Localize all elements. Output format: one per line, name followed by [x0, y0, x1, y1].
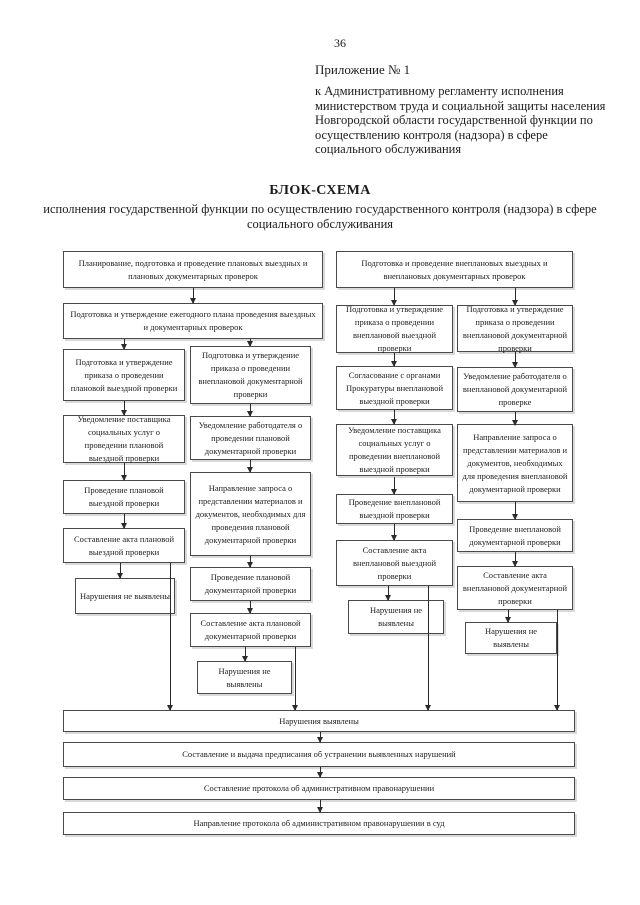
flow-arrow [391, 477, 397, 495]
flow-arrow [391, 524, 397, 541]
flow-arrow [512, 552, 518, 567]
flow-arrow-bypass [425, 586, 431, 711]
flow-arrow [317, 732, 323, 743]
flow-arrow [391, 410, 397, 425]
node-unplanned-doc-conduct: Проведение внеплановой документарной про… [457, 519, 573, 552]
node-draw-protocol: Составление протокола об административно… [63, 777, 575, 800]
flow-arrow [121, 514, 127, 529]
flow-arrow [190, 288, 196, 304]
flow-arrow [505, 610, 511, 623]
node-issue-prescription: Составление и выдача предписания об устр… [63, 742, 575, 767]
flow-arrow [121, 339, 127, 350]
node-planned-field-conduct: Проведение плановой выездной проверки [63, 480, 185, 514]
flow-arrow [512, 352, 518, 368]
appendix-heading: Приложение № 1 [315, 62, 411, 77]
node-planned-doc-notice: Уведомление работодателя о проведении пл… [190, 416, 311, 460]
node-planned-field-act: Составление акта плановой выездной прове… [63, 528, 185, 563]
node-unplanned-field-act: Составление акта внеплановой выездной пр… [336, 540, 453, 586]
flow-arrow [317, 800, 323, 813]
flow-arrow [121, 463, 127, 481]
node-unplanned-doc-no-violations: Нарушения не выявлены [465, 622, 557, 654]
node-violations-found: Нарушения выявлены [63, 710, 575, 732]
flow-arrow [385, 586, 391, 601]
node-unplanned-doc-act: Составление акта внеплановой документарн… [457, 566, 573, 610]
node-unplanned-doc-order: Подготовка и утверждение приказа о прове… [457, 304, 573, 353]
node-unplanned-field-prosecutor: Согласование с органами Прокуратуры внеп… [336, 366, 453, 410]
node-planned-field-order: Подготовка и утверждение приказа о прове… [63, 349, 185, 401]
node-planned-doc-act: Составление акта плановой документарной … [190, 613, 311, 647]
flow-arrow [391, 288, 397, 306]
node-unplanned-doc-notice: Уведомление работодателя о внеплановой д… [457, 367, 573, 412]
node-unplanned-field-no-violations: Нарушения не выявлены [348, 600, 444, 634]
flow-arrow-bypass [292, 647, 298, 711]
flow-arrow [391, 353, 397, 367]
flow-arrow [512, 412, 518, 426]
flow-arrow-bypass [554, 610, 560, 711]
flow-arrow [247, 404, 253, 417]
flow-arrow-bypass [167, 563, 173, 711]
node-unplanned-field-conduct: Проведение внеплановой выездной проверки [336, 494, 453, 524]
node-planned-field-no-violations: Нарушения не выявлены [75, 578, 175, 614]
document-subtitle: исполнения государственной функции по ос… [43, 202, 597, 231]
node-unplanned-checks-start: Подготовка и проведение внеплановых выез… [336, 251, 573, 288]
node-annual-plan: Подготовка и утверждение ежегодного план… [63, 303, 323, 339]
node-unplanned-doc-request: Направление запроса о представлении мате… [457, 424, 573, 502]
node-planned-doc-conduct: Проведение плановой документарной провер… [190, 567, 311, 601]
page-number: 36 [334, 36, 346, 50]
flow-arrow [512, 502, 518, 520]
node-planned-field-notice: Уведомление поставщика социальных услуг … [63, 414, 185, 463]
flow-arrow [242, 647, 248, 662]
flow-arrow [117, 563, 123, 579]
node-planned-doc-order: Подготовка и утверждение приказа о прове… [190, 346, 311, 404]
flow-arrow [247, 601, 253, 614]
flow-arrow [317, 767, 323, 778]
document-title: БЛОК-СХЕМА [269, 183, 371, 198]
flow-arrow [512, 288, 518, 306]
node-planned-doc-request: Направление запроса о представлении мате… [190, 472, 311, 556]
flow-arrow [247, 556, 253, 568]
node-planning-planned-checks: Планирование, подготовка и проведение пл… [63, 251, 323, 288]
node-unplanned-field-notice: Уведомление поставщика социальных услуг … [336, 424, 453, 476]
flow-arrow [121, 401, 127, 416]
node-planned-doc-no-violations: Нарушения не выявлены [197, 661, 292, 694]
node-send-protocol-court: Направление протокола об административно… [63, 812, 575, 835]
flow-arrow [247, 460, 253, 473]
flow-arrow [247, 339, 253, 347]
node-unplanned-field-order: Подготовка и утверждение приказа о прове… [336, 304, 453, 353]
regulation-text: к Административному регламенту исполнени… [315, 84, 606, 156]
